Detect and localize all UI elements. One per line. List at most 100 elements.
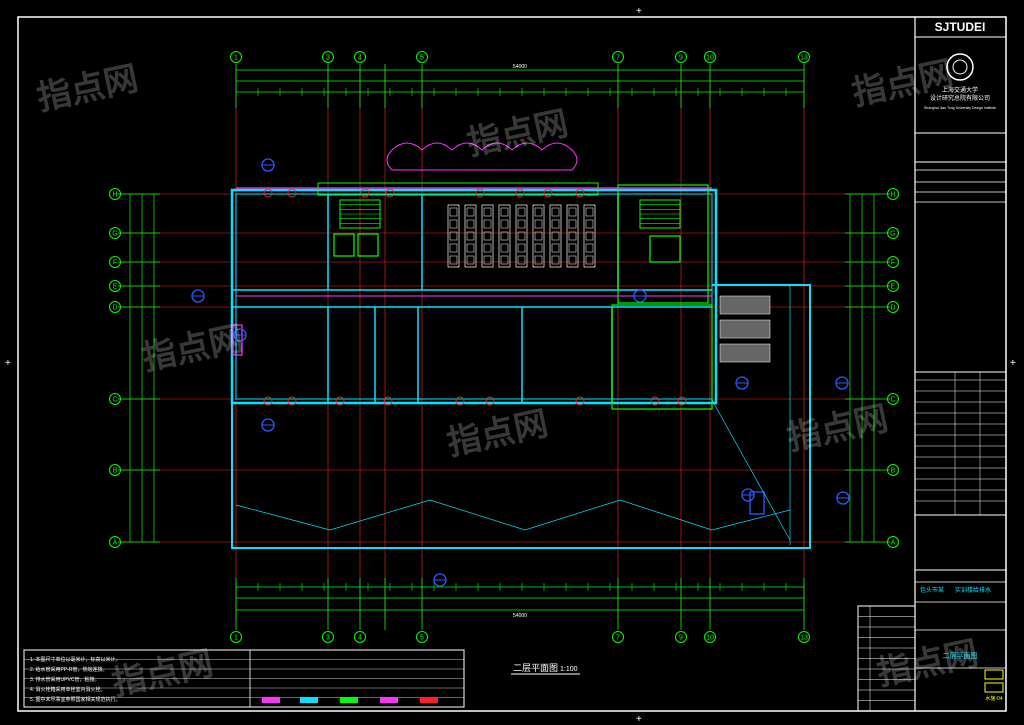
- fixture: [568, 255, 577, 265]
- hydrant-symbol: [475, 188, 485, 198]
- fixture: [466, 231, 475, 241]
- grid-bubble-label: G: [890, 231, 895, 238]
- fixture: [551, 255, 560, 265]
- drawing-no-box: [984, 682, 1004, 693]
- grid-bubble-label: E: [891, 284, 896, 291]
- grid-bubble-label: 9: [679, 635, 683, 642]
- service-room: [649, 235, 681, 263]
- outer-frame: [17, 16, 1007, 712]
- fixture: [466, 243, 475, 253]
- grid-bubble: [887, 227, 899, 239]
- grid-bubble-label: F: [891, 260, 895, 267]
- grid-bubble: [230, 631, 242, 643]
- fixture-stall: [566, 204, 579, 268]
- grid-bubble: [230, 51, 242, 63]
- institute-cn: 上海交通大学: [942, 86, 978, 94]
- hydrant-symbol: [383, 396, 393, 406]
- grid-bubble: [416, 51, 428, 63]
- fixture: [568, 231, 577, 241]
- fixture: [551, 219, 560, 229]
- grid-bubble-label: 3: [326, 635, 330, 642]
- corridor-canopy: [317, 182, 599, 196]
- grid-bubble-label: 5: [420, 55, 424, 62]
- project-name: 包头市某: [920, 586, 944, 594]
- fixture: [500, 207, 509, 217]
- grid-bubble: [704, 51, 716, 63]
- drawing-number: 水施-04: [985, 695, 1002, 702]
- seal-icon: [946, 53, 974, 81]
- center-mark-left: +: [5, 358, 11, 369]
- grid-bubble: [109, 536, 121, 548]
- seal-inner-icon: [952, 59, 968, 75]
- fixture: [449, 255, 458, 265]
- grid-bubble: [887, 536, 899, 548]
- fixture-stall: [515, 204, 528, 268]
- note-line-5: 5. 图中未尽事宜参照国家相关规范执行。: [30, 696, 121, 703]
- grid-bubble: [354, 51, 366, 63]
- grid-bubble-label: 13: [800, 635, 808, 642]
- hydrant-symbol: [650, 396, 660, 406]
- fixture: [568, 207, 577, 217]
- fixture-stall: [481, 204, 494, 268]
- fixture: [483, 243, 492, 253]
- fixture-stall: [549, 204, 562, 268]
- grid-bubble: [109, 256, 121, 268]
- revision-table: [857, 605, 916, 712]
- grid-bubble-label: 3: [326, 55, 330, 62]
- fixture-stall: [532, 204, 545, 268]
- fixture: [483, 219, 492, 229]
- overall-dimension-bottom: 54000: [513, 613, 527, 619]
- grid-bubble: [109, 393, 121, 405]
- grid-bubble: [704, 631, 716, 643]
- equipment-block: [719, 295, 771, 315]
- institute-en: Shanghai Jiao Tong University Design Ins…: [924, 106, 996, 110]
- fixture-stall: [464, 204, 477, 268]
- signature-rows: [915, 372, 1006, 515]
- title-block: SJTUDEI 上海交通大学 设计研究总院有限公司 Shanghai Jiao …: [915, 20, 1006, 702]
- fixture: [500, 219, 509, 229]
- fixture: [483, 231, 492, 241]
- hydrant-symbol: [485, 396, 495, 406]
- hydrant-symbol: [455, 396, 465, 406]
- grid-bubble-label: 9: [679, 55, 683, 62]
- grid-bubble-label: 7: [616, 55, 620, 62]
- grid-bubble-label: 4: [358, 635, 362, 642]
- grid-bubble-label: D: [890, 305, 895, 312]
- fixture: [517, 207, 526, 217]
- fixture: [534, 207, 543, 217]
- grid-bubble: [612, 51, 624, 63]
- hydrant-symbol: [515, 188, 525, 198]
- grid-bubble: [354, 631, 366, 643]
- hydrant-symbol: [575, 396, 585, 406]
- fixture: [585, 243, 594, 253]
- grid-bubble-label: H: [112, 192, 117, 199]
- grid-bubble-label: B: [891, 468, 896, 475]
- hydrant-symbol: [263, 396, 273, 406]
- equipment-block: [719, 319, 771, 339]
- grid-bubble: [798, 51, 810, 63]
- grid-bubble-label: 13: [800, 55, 808, 62]
- hydrant-symbol: [575, 188, 585, 198]
- fixture: [585, 219, 594, 229]
- grid-bubble-label: 1: [234, 55, 238, 62]
- plan-scale: 1:100: [560, 666, 578, 673]
- fixture: [568, 219, 577, 229]
- legend-swatch: [340, 697, 358, 703]
- fixture: [517, 219, 526, 229]
- logo-text: SJTUDEI: [935, 20, 986, 34]
- grid-bubble: [109, 301, 121, 313]
- center-mark-right: +: [1010, 358, 1016, 369]
- grid-bubble: [887, 280, 899, 292]
- drain-line: [711, 399, 791, 541]
- legend-swatch: [300, 697, 318, 703]
- fixture: [585, 207, 594, 217]
- fixture: [517, 231, 526, 241]
- fixture: [449, 243, 458, 253]
- plan-title: 二层平面图: [513, 663, 558, 673]
- fixture-stall: [447, 204, 460, 268]
- fixture: [449, 219, 458, 229]
- grid-bubble-label: 7: [616, 635, 620, 642]
- fixture: [534, 243, 543, 253]
